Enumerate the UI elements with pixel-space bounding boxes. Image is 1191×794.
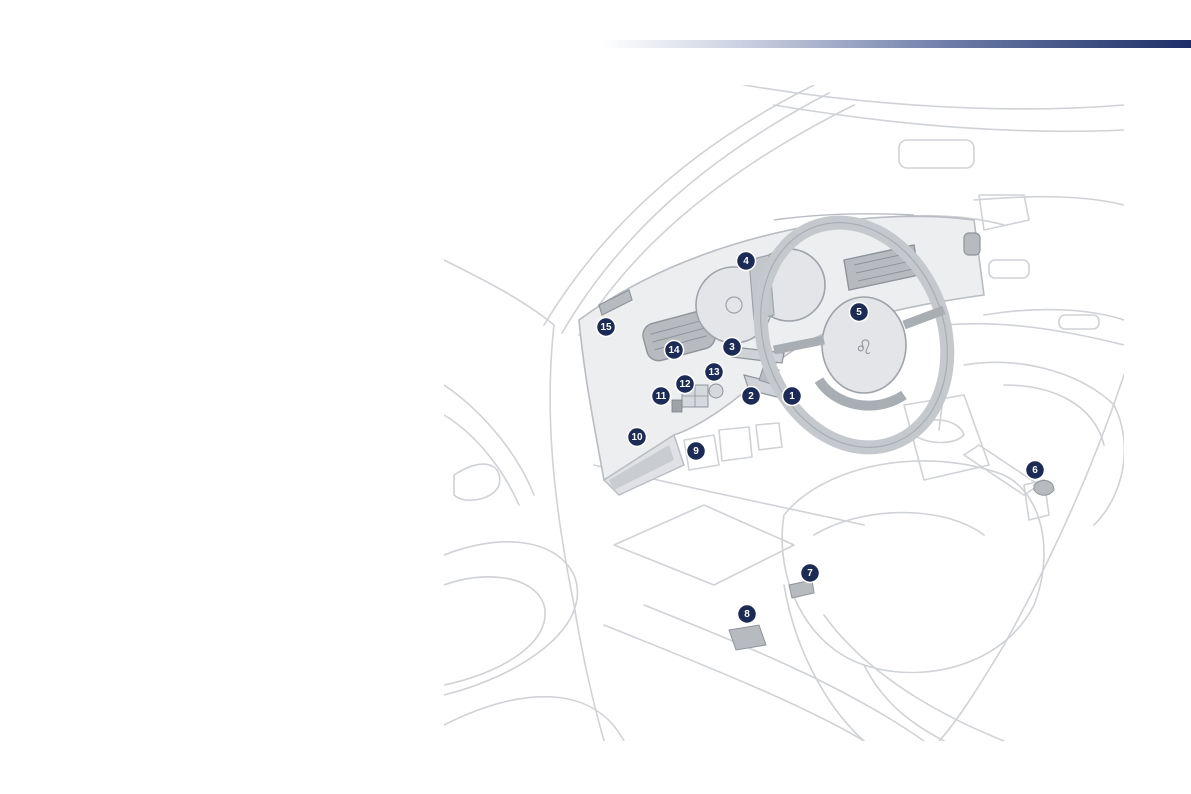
marker-3[interactable]: 3 <box>723 338 742 357</box>
driver-seat-seam <box>814 513 984 536</box>
marker-2-label: 2 <box>748 391 754 402</box>
marker-4-label: 4 <box>743 256 749 267</box>
marker-6[interactable]: 6 <box>1026 461 1045 480</box>
marker-5-label: 5 <box>856 307 862 318</box>
left-door-pocket <box>444 542 577 695</box>
marker-2[interactable]: 2 <box>742 387 761 406</box>
handbrake-button <box>1034 480 1054 495</box>
marker-10[interactable]: 10 <box>628 428 647 447</box>
left-door-top <box>444 260 554 325</box>
seat-slide-bar <box>729 625 766 650</box>
marker-7-label: 7 <box>807 568 813 579</box>
marker-12[interactable]: 12 <box>676 375 695 394</box>
marker-10-label: 10 <box>631 432 643 443</box>
floor-mat-driver <box>614 505 794 585</box>
marker-9[interactable]: 9 <box>687 442 706 461</box>
marker-8[interactable]: 8 <box>738 605 757 624</box>
right-b-pillar <box>939 375 1124 741</box>
marker-14[interactable]: 14 <box>665 341 684 360</box>
marker-6-label: 6 <box>1032 465 1038 476</box>
marker-12-label: 12 <box>679 379 691 390</box>
left-door-handle <box>454 464 500 500</box>
marker-15[interactable]: 15 <box>597 318 616 337</box>
marker-1-label: 1 <box>789 391 795 402</box>
car-body-lines <box>444 85 1124 741</box>
left-door-panel <box>444 385 534 495</box>
pedal-accelerator <box>756 423 782 450</box>
right-door-line <box>984 310 1124 320</box>
marker-3-label: 3 <box>729 342 735 353</box>
driver-seat-cushion <box>782 461 1044 673</box>
marker-8-label: 8 <box>744 609 750 620</box>
fuse-box-switch <box>672 400 682 412</box>
right-door-handle <box>989 260 1029 278</box>
marker-5[interactable]: 5 <box>850 303 869 322</box>
marker-13[interactable]: 13 <box>705 363 724 382</box>
roof-line <box>744 85 1124 109</box>
marker-11[interactable]: 11 <box>652 387 671 406</box>
seat-rail <box>864 665 944 741</box>
header-accent-bar <box>600 40 1191 48</box>
headlamp-adjust-dial <box>709 384 723 398</box>
right-air-vent <box>964 233 980 255</box>
marker-9-label: 9 <box>693 446 699 457</box>
left-sill <box>444 697 624 741</box>
left-door-pocket-inner <box>444 577 545 685</box>
marker-13-label: 13 <box>708 367 720 378</box>
driver-seat-back-seam <box>1004 385 1104 445</box>
pedal-brake <box>719 427 752 461</box>
right-door-handle-2 <box>1059 315 1099 329</box>
left-door-panel-2 <box>444 415 519 505</box>
roof-line-2 <box>774 105 1124 131</box>
driver-seat-side <box>784 585 864 741</box>
rear-view-mirror <box>899 140 974 168</box>
marker-4[interactable]: 4 <box>737 252 756 271</box>
marker-14-label: 14 <box>668 345 680 356</box>
marker-7[interactable]: 7 <box>801 564 820 583</box>
right-door-top <box>974 197 1124 205</box>
marker-1[interactable]: 1 <box>783 387 802 406</box>
brand-lion-icon: ♌ <box>855 335 873 359</box>
marker-11-label: 11 <box>656 391 667 402</box>
right-mirror <box>979 195 1029 230</box>
marker-15-label: 15 <box>600 322 612 333</box>
